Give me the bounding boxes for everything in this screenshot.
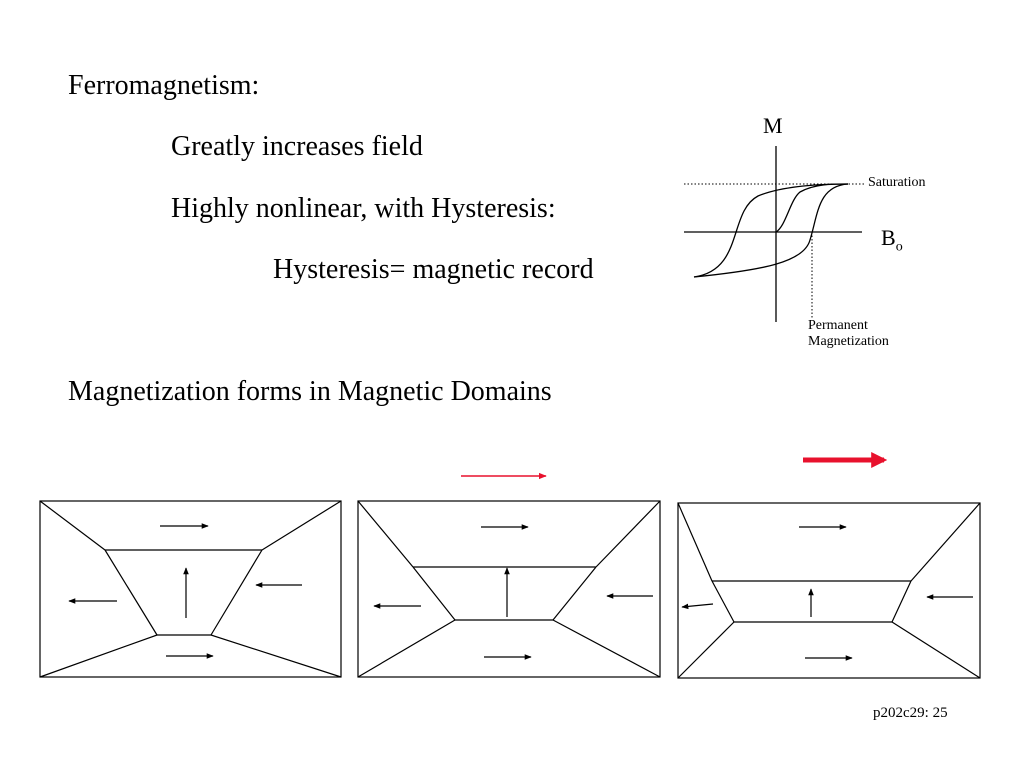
- label-permanent-line2: Magnetization: [808, 334, 889, 350]
- domain-panel-1: [39, 500, 342, 678]
- bullet-nonlinear-hysteresis: Highly nonlinear, with Hysteresis:: [171, 193, 556, 224]
- domain-panel-2: [357, 500, 661, 678]
- label-permanent-magnetization: Permanent Magnetization: [808, 318, 889, 350]
- axis-label-m: M: [763, 113, 783, 138]
- heading-magnetic-domains: Magnetization forms in Magnetic Domains: [68, 376, 552, 407]
- hysteresis-upper-branch: [693, 183, 849, 278]
- domain-panel-3: [677, 502, 981, 679]
- axis-label-b: Bo: [881, 227, 903, 254]
- bullet-increases-field: Greatly increases field: [171, 131, 423, 162]
- hysteresis-lower-branch: [693, 183, 849, 278]
- hysteresis-graph: [684, 146, 866, 322]
- label-permanent-line1: Permanent: [808, 318, 868, 333]
- axis-label-b-main: B: [881, 225, 896, 250]
- axis-label-b-subscript: o: [895, 239, 903, 255]
- initial-magnetization-curve: [775, 183, 849, 233]
- domain-panel-3-arrows: [681, 524, 973, 661]
- domain-panel-2-arrows: [373, 524, 653, 660]
- footer-page-number: p202c29: 25: [873, 705, 948, 721]
- heading-ferromagnetism: Ferromagnetism:: [68, 70, 260, 101]
- label-saturation: Saturation: [868, 175, 926, 190]
- bullet-hysteresis-record: Hysteresis= magnetic record: [273, 254, 594, 285]
- domain-panel-1-arrows: [68, 523, 302, 659]
